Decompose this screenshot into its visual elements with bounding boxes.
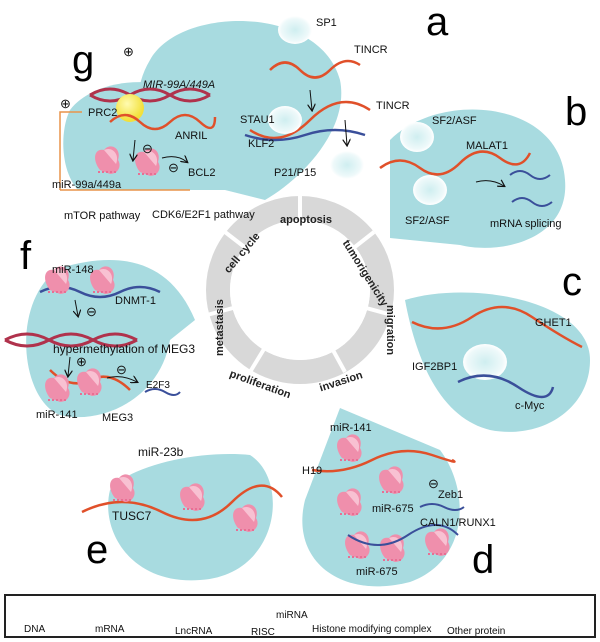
label-hypermethylation: hypermethylation of MEG3 — [53, 342, 196, 356]
panel-e-letter: e — [86, 528, 109, 572]
panel-b-bg — [390, 109, 566, 248]
panel-c-letter: c — [562, 260, 582, 304]
panel-g-graphics — [59, 87, 217, 191]
label-klf2: KLF2 — [248, 138, 275, 150]
panel-f-graphics — [4, 265, 181, 403]
label-mir-99a-449a-gene: MIR-99A/449A — [143, 79, 216, 91]
legend-mrna: mRNA — [95, 624, 125, 635]
panel-c-graphics — [411, 305, 583, 399]
panel-g-letter: g — [72, 38, 95, 82]
label-p21-p15: P21/P15 — [274, 167, 317, 179]
process-wheel — [206, 196, 394, 384]
label-mir-675-mid: miR-675 — [372, 503, 414, 515]
label-dnmt-1: DNMT-1 — [115, 295, 156, 307]
plus-sign-a: ⊕ — [123, 44, 134, 59]
label-mir-141-d: miR-141 — [330, 422, 372, 434]
label-caln1-runx1: CALN1/RUNX1 — [420, 517, 496, 529]
label-ghet1: GHET1 — [535, 317, 572, 329]
label-e2f3: E2F3 — [146, 380, 170, 391]
legend-dna: DNA — [24, 624, 46, 635]
wheel-metastasis: metastasis — [214, 299, 226, 356]
panel-e-bg — [108, 454, 273, 581]
panel-a-graphics — [244, 16, 371, 179]
label-bcl2: BCL2 — [188, 167, 216, 179]
label-malat1: MALAT1 — [466, 140, 508, 152]
label-sf2-asf-top: SF2/ASF — [432, 115, 477, 127]
label-tincr-bottom: TINCR — [376, 100, 410, 112]
plus-sign-f: ⊕ — [76, 354, 87, 369]
panel-d-letter: d — [472, 538, 495, 582]
panel-b-graphics — [379, 122, 553, 207]
wheel-migration: migration — [384, 305, 396, 356]
label-mir-148: miR-148 — [52, 264, 94, 276]
panel-b-letter: b — [565, 90, 588, 134]
panel-f-letter: f — [20, 234, 32, 278]
label-stau1: STAU1 — [240, 114, 275, 126]
label-tusc7: TUSC7 — [112, 509, 152, 523]
legend-histone-complex: Histone modifying complex — [312, 624, 432, 635]
minus-sign-f2: ⊖ — [116, 362, 127, 377]
label-tincr-top: TINCR — [354, 44, 388, 56]
label-cdk6-e2f1-pathway: CDK6/E2F1 pathway — [152, 209, 255, 221]
label-mtor-pathway: mTOR pathway — [64, 210, 141, 222]
panel-d-bg — [302, 408, 460, 587]
label-mrna-splicing: mRNA splicing — [490, 218, 562, 230]
label-anril: ANRIL — [175, 130, 208, 142]
label-prc2: PRC2 — [88, 107, 118, 119]
label-h19: H19 — [302, 465, 323, 477]
legend-lncrna: LncRNA — [175, 626, 213, 637]
label-meg3: MEG3 — [102, 412, 134, 424]
minus-sign-g1: ⊖ — [142, 141, 153, 156]
label-c-myc: c-Myc — [515, 400, 545, 412]
label-zeb1: Zeb1 — [438, 489, 464, 501]
legend-other-protein: Other protein — [447, 626, 506, 637]
minus-sign-d: ⊖ — [428, 476, 439, 491]
label-mir-99a-449a: miR-99a/449a — [52, 179, 122, 191]
minus-sign-g2: ⊖ — [168, 160, 179, 175]
label-sp1: SP1 — [316, 17, 337, 29]
legend-risc: RISC — [251, 627, 275, 638]
label-mir-141-f: miR-141 — [36, 409, 78, 421]
label-mir-675-bottom: miR-675 — [356, 566, 398, 578]
panel-a-letter: a — [426, 0, 449, 44]
minus-sign-f1: ⊖ — [86, 304, 97, 319]
panel-d-graphics — [311, 433, 465, 563]
plus-sign-g: ⊕ — [60, 96, 71, 111]
label-igf2bp1: IGF2BP1 — [412, 361, 458, 373]
panel-e-graphics — [81, 473, 283, 533]
legend-mirna: miRNA — [276, 610, 308, 621]
label-sf2-asf-bottom: SF2/ASF — [405, 215, 450, 227]
legend-box — [4, 594, 596, 638]
label-mir-23b: miR-23b — [138, 445, 184, 459]
wheel-apoptosis: apoptosis — [280, 214, 332, 226]
